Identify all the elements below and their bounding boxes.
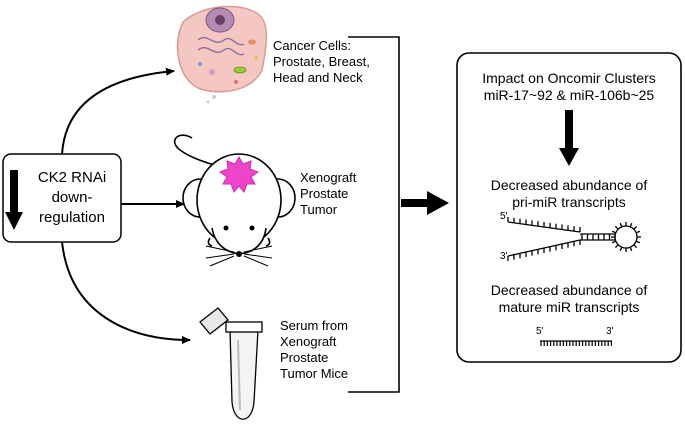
tumor-icon xyxy=(218,155,260,193)
left-box-label: CK2 RNAi down- regulation xyxy=(28,168,116,228)
loop-tick xyxy=(633,244,638,249)
serum-label: Serum from Xenograft Prostate Tumor Mice xyxy=(280,318,349,381)
result-box xyxy=(456,52,682,363)
cancer-cells-label: Cancer Cells: Prostate, Breast, Head and… xyxy=(273,38,370,85)
mature-mir-label: Decreased abundance of mature miR transc… xyxy=(490,282,648,315)
loop-tick xyxy=(635,240,641,244)
hairpin-3prime-label: 3' xyxy=(500,251,508,262)
result-down-arrow-icon xyxy=(559,110,579,166)
arrow-to-cells xyxy=(61,67,175,155)
loop-tick xyxy=(614,244,619,249)
result-title: Impact on Oncomir Clusters miR-17~92 & m… xyxy=(482,70,656,103)
loop-tick xyxy=(611,240,617,244)
hairpin-rna-icon xyxy=(507,217,641,261)
down-arrow-icon xyxy=(5,170,23,230)
mature-5prime-label: 5' xyxy=(536,326,544,337)
tube-icon xyxy=(199,307,263,420)
loop-tick xyxy=(619,222,623,228)
loop-tick xyxy=(619,246,623,252)
right-arrow-icon xyxy=(401,191,449,215)
loop-tick xyxy=(614,225,619,230)
left-box-line-1: CK2 RNAi xyxy=(37,169,107,186)
arrow-to-tube xyxy=(61,241,191,344)
loop-tick xyxy=(611,230,617,234)
hairpin-5prime-label: 5' xyxy=(500,211,508,222)
mature-3prime-label: 3' xyxy=(606,326,614,337)
left-box-line-3: regulation xyxy=(39,209,105,226)
mouse-icon xyxy=(174,134,296,267)
mature-rna-icon xyxy=(540,340,613,346)
loop-tick xyxy=(635,230,641,234)
loop-tick xyxy=(629,246,633,252)
xenograft-label: Xenograft Prostate Tumor xyxy=(300,170,357,217)
cancer-cell-icon xyxy=(176,5,268,104)
loop-tick xyxy=(629,222,633,228)
bracket xyxy=(348,36,400,393)
loop-tick xyxy=(633,225,638,230)
pri-mir-label: Decreased abundance of pri-miR transcrip… xyxy=(490,177,648,210)
left-box-line-2: down- xyxy=(51,189,93,206)
